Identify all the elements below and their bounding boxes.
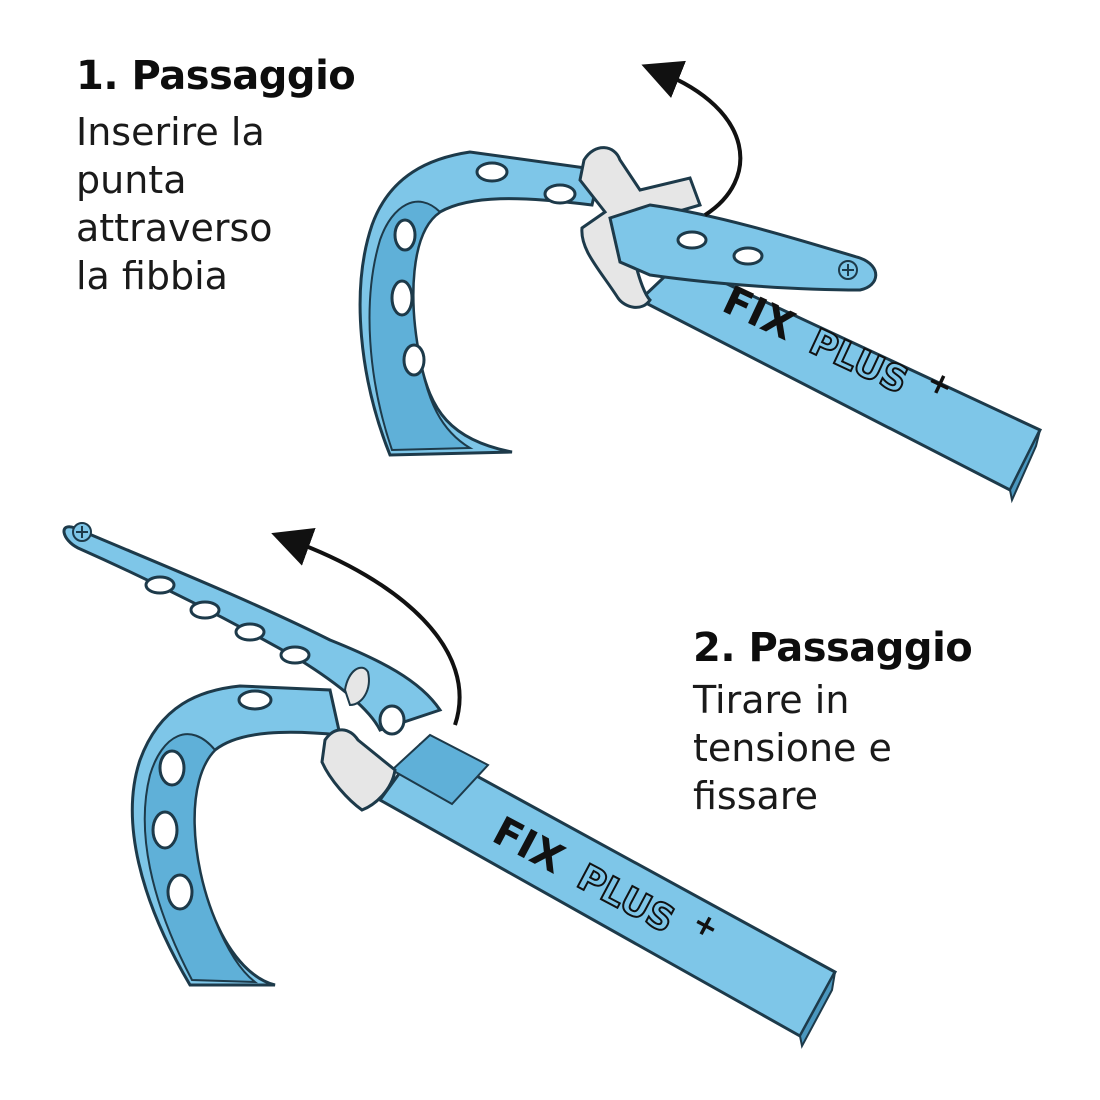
strap-2-hole [144, 575, 176, 595]
step-1-line: punta [76, 158, 187, 202]
strap-1-hole [732, 246, 764, 266]
strap-2-hole [237, 689, 273, 711]
strap-2-hole [151, 810, 179, 850]
strap-1-hole [402, 343, 426, 377]
strap-2-hole [189, 600, 221, 620]
step-2-line: Tirare in [693, 678, 850, 722]
buckle-2-pin [343, 666, 370, 707]
step-1-line: attraverso [76, 206, 273, 250]
strap-step-1: FIX PLUS + [358, 60, 1043, 504]
strap-2-tail-edge [798, 971, 836, 1049]
strap-1-hole [393, 218, 417, 252]
buckle-1 [578, 146, 702, 309]
strap-1-hole [543, 183, 577, 205]
buckle-2 [320, 728, 397, 812]
step-2-instructions: 2. Passaggio Tirare in tensione e fissar… [693, 625, 973, 820]
strap-1-tail [637, 260, 1043, 493]
step-1-line: Inserire la [76, 110, 265, 154]
strap-2-hole [279, 645, 311, 665]
arrow-step-1 [641, 60, 743, 217]
strap-1-tail-edge [1008, 429, 1041, 504]
strap-2-hole [234, 622, 266, 642]
step-1-line: la fibbia [76, 254, 228, 298]
strap-2-hole [378, 704, 406, 736]
step-1-instructions: 1. Passaggio Inserire la punta attravers… [76, 53, 356, 300]
step-2-title: 2. Passaggio [693, 625, 973, 671]
arrow-step-2 [271, 528, 462, 726]
strap-2-hole [158, 749, 186, 787]
strap-1-hole [390, 279, 414, 317]
strap-2-label-plate [390, 733, 490, 806]
strap-2-hole [166, 873, 194, 911]
strap-1-hole [676, 230, 708, 250]
step-2-line: tensione e [693, 726, 892, 770]
strap-1-inner-face [368, 200, 474, 452]
strap-1-hole [475, 161, 509, 183]
strap-step-2: FIX PLUS + [62, 522, 838, 1049]
strap-2-inner-face [143, 733, 259, 984]
step-1-title: 1. Passaggio [76, 53, 356, 99]
step-2-line: fissare [693, 774, 818, 818]
